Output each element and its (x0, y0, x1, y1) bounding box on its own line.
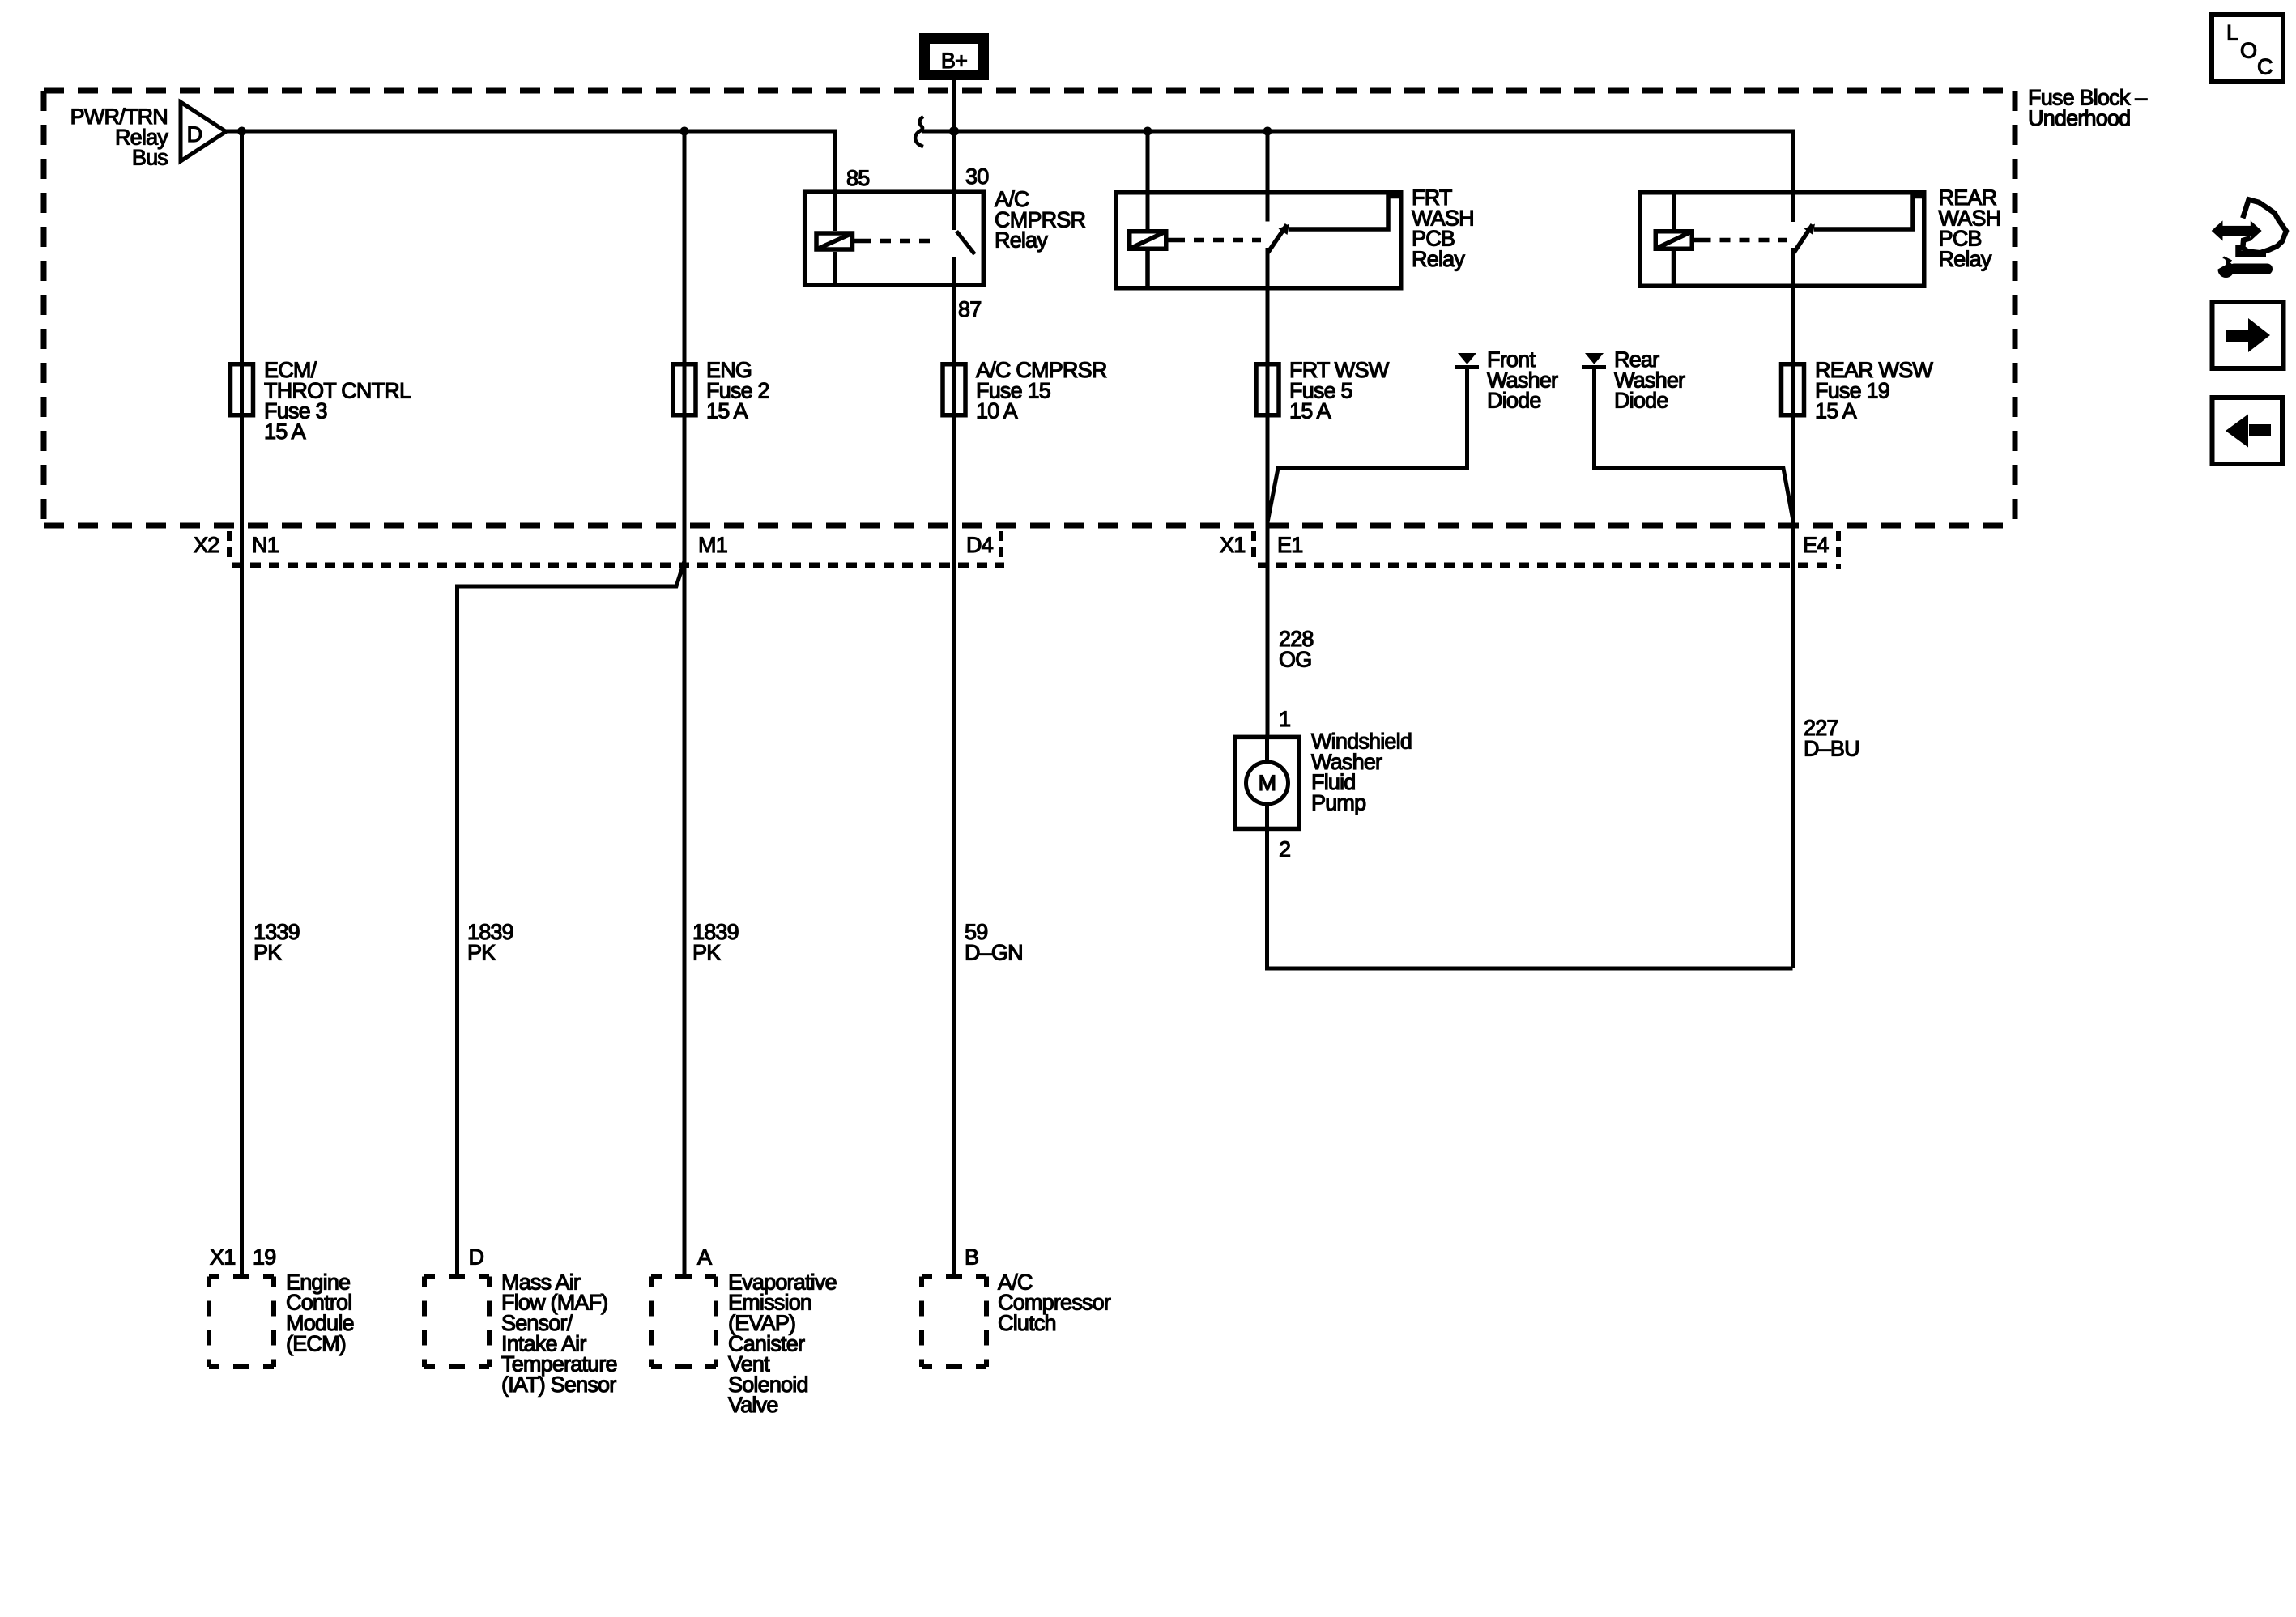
svg-text:Emission: Emission (728, 1291, 811, 1315)
svg-text:D–GN: D–GN (965, 940, 1023, 964)
svg-text:D–BU: D–BU (1804, 736, 1859, 760)
svg-text:PCB: PCB (1412, 227, 1455, 251)
svg-text:D: D (187, 122, 202, 147)
svg-text:1339: 1339 (253, 920, 300, 944)
svg-text:PK: PK (692, 940, 721, 964)
svg-text:WASH: WASH (1939, 206, 2001, 230)
svg-text:Rear: Rear (1614, 347, 1659, 372)
svg-text:Temperature: Temperature (501, 1352, 617, 1377)
svg-text:REAR: REAR (1939, 185, 1997, 210)
svg-text:A/C: A/C (995, 187, 1029, 211)
svg-text:FRT WSW: FRT WSW (1289, 358, 1390, 382)
svg-text:85: 85 (846, 166, 869, 190)
svg-text:WASH: WASH (1412, 206, 1474, 230)
svg-text:(EVAP): (EVAP) (728, 1311, 795, 1335)
svg-text:CMPRSR: CMPRSR (995, 207, 1086, 232)
svg-text:87: 87 (958, 297, 981, 321)
svg-text:Front: Front (1487, 347, 1536, 372)
svg-text:Relay: Relay (995, 228, 1048, 253)
svg-text:Relay: Relay (1412, 247, 1465, 271)
svg-text:(IAT) Sensor: (IAT) Sensor (501, 1372, 616, 1397)
svg-text:2: 2 (1279, 837, 1290, 862)
svg-text:A/C: A/C (998, 1270, 1033, 1294)
svg-text:15 A: 15 A (706, 399, 748, 423)
svg-text:PWR/TRN: PWR/TRN (70, 104, 168, 129)
svg-text:Fuse 5: Fuse 5 (1289, 378, 1352, 402)
svg-text:Fuse 19: Fuse 19 (1815, 378, 1889, 402)
svg-text:19: 19 (253, 1245, 275, 1270)
svg-text:15 A: 15 A (1815, 399, 1857, 423)
svg-text:X1: X1 (210, 1245, 235, 1270)
svg-text:Fuse 15: Fuse 15 (976, 378, 1050, 402)
svg-text:B: B (965, 1245, 978, 1270)
svg-text:A: A (697, 1245, 712, 1270)
svg-text:E4: E4 (1803, 533, 1829, 557)
svg-text:X2: X2 (194, 533, 219, 557)
svg-text:ENG: ENG (706, 358, 752, 382)
svg-text:Control: Control (286, 1291, 351, 1315)
svg-text:Washer: Washer (1487, 368, 1558, 392)
svg-text:Solenoid: Solenoid (728, 1372, 808, 1397)
svg-text:ECM/: ECM/ (264, 358, 317, 382)
svg-text:Fuse 2: Fuse 2 (706, 378, 769, 402)
svg-text:1: 1 (1279, 707, 1290, 731)
svg-text:B+: B+ (941, 49, 967, 73)
svg-text:D4: D4 (966, 533, 994, 557)
svg-text:228: 228 (1279, 627, 1314, 651)
svg-text:30: 30 (965, 164, 988, 189)
svg-text:(ECM): (ECM) (286, 1331, 346, 1355)
svg-text:10 A: 10 A (976, 399, 1018, 423)
svg-text:O: O (2240, 38, 2256, 62)
svg-text:PK: PK (253, 940, 282, 964)
svg-text:227: 227 (1804, 716, 1838, 740)
svg-text:C: C (2257, 55, 2273, 79)
svg-text:59: 59 (965, 920, 987, 944)
svg-text:Evaporative: Evaporative (728, 1270, 837, 1294)
svg-text:1839: 1839 (692, 920, 739, 944)
svg-text:D: D (469, 1245, 484, 1270)
svg-text:Module: Module (286, 1311, 354, 1335)
svg-text:OG: OG (1279, 647, 1311, 671)
svg-text:Diode: Diode (1487, 389, 1541, 413)
svg-text:Relay: Relay (1939, 247, 1992, 271)
svg-text:THROT CNTRL: THROT CNTRL (264, 378, 411, 402)
svg-text:15 A: 15 A (1289, 399, 1331, 423)
svg-text:Sensor/: Sensor/ (501, 1311, 573, 1335)
svg-text:PK: PK (467, 940, 496, 964)
svg-text:Bus: Bus (132, 146, 168, 170)
svg-text:Canister: Canister (728, 1331, 805, 1355)
svg-text:Clutch: Clutch (998, 1311, 1056, 1335)
svg-text:Mass Air: Mass Air (501, 1270, 581, 1294)
svg-text:M1: M1 (698, 533, 727, 557)
svg-text:Compressor: Compressor (998, 1291, 1111, 1315)
svg-text:Windshield: Windshield (1311, 730, 1412, 754)
svg-text:Relay: Relay (115, 125, 168, 149)
svg-text:X1: X1 (1220, 533, 1245, 557)
svg-text:15 A: 15 A (264, 419, 306, 444)
svg-text:Fuse 3: Fuse 3 (264, 399, 327, 423)
svg-text:Vent: Vent (728, 1352, 770, 1377)
svg-text:M: M (1259, 771, 1276, 795)
svg-text:PCB: PCB (1939, 227, 1982, 251)
svg-text:Valve: Valve (728, 1393, 778, 1417)
svg-text:Fluid: Fluid (1311, 770, 1356, 794)
svg-text:1839: 1839 (467, 920, 513, 944)
svg-text:REAR WSW: REAR WSW (1815, 358, 1933, 382)
svg-text:Flow (MAF): Flow (MAF) (501, 1291, 607, 1315)
svg-text:Engine: Engine (286, 1270, 350, 1294)
svg-text:Fuse Block –: Fuse Block – (2028, 86, 2147, 110)
svg-text:Washer: Washer (1614, 368, 1685, 392)
svg-text:E1: E1 (1277, 533, 1302, 557)
svg-text:N1: N1 (252, 533, 279, 557)
svg-text:L: L (2226, 21, 2238, 45)
svg-text:FRT: FRT (1412, 185, 1452, 210)
svg-text:A/C CMPRSR: A/C CMPRSR (976, 358, 1107, 382)
svg-text:Pump: Pump (1311, 791, 1365, 815)
svg-text:Washer: Washer (1311, 750, 1382, 774)
svg-text:Intake Air: Intake Air (501, 1331, 586, 1355)
svg-text:Diode: Diode (1614, 389, 1668, 413)
svg-text:Underhood: Underhood (2028, 106, 2130, 130)
